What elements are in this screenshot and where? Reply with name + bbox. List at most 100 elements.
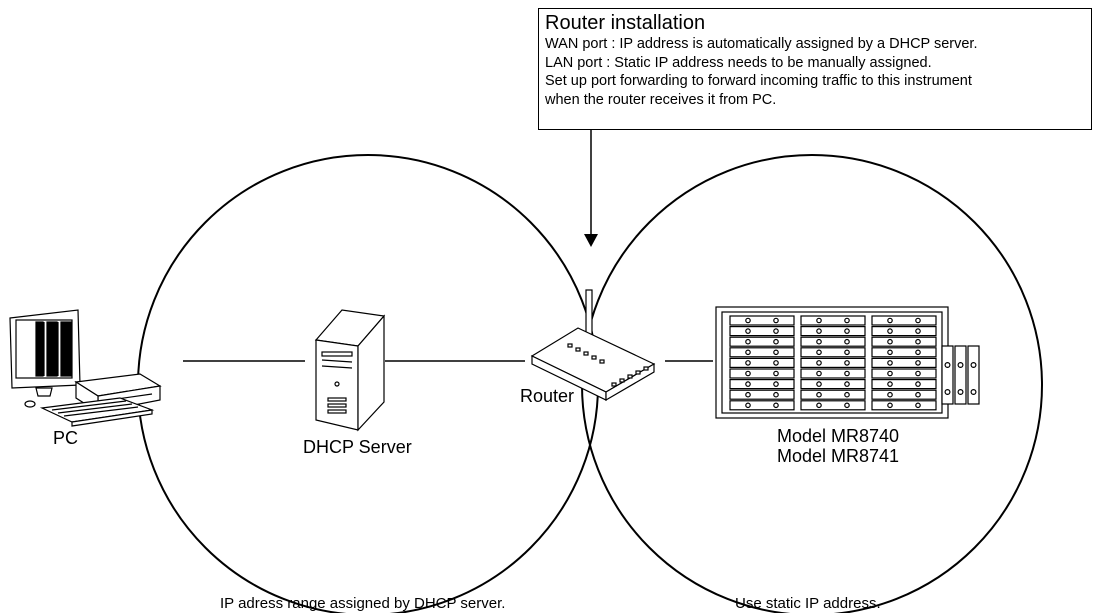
slot-screw <box>915 370 921 377</box>
note-arrow <box>584 130 598 247</box>
slot-screw <box>773 360 779 366</box>
module-slot <box>729 347 795 358</box>
slot-screw <box>844 328 850 334</box>
slot-screw <box>745 391 751 398</box>
slot-screw <box>915 328 921 334</box>
slot-screw <box>844 391 850 398</box>
slot-screw <box>844 360 850 366</box>
router-label: Router <box>520 386 575 406</box>
left-network-caption: IP adress range assigned by DHCP server. <box>220 595 506 612</box>
module-slot <box>800 315 866 326</box>
slot-screw <box>773 370 779 377</box>
module-slot <box>871 347 937 358</box>
slot-screw <box>915 360 921 366</box>
module-slot <box>800 347 866 358</box>
slot-screw <box>745 338 751 345</box>
note-line-lan: LAN port : Static IP address needs to be… <box>545 54 932 71</box>
slot-screw <box>915 317 921 324</box>
pc-icon <box>9 309 162 427</box>
slot-screw <box>844 381 850 387</box>
slot-screw <box>745 317 751 324</box>
slot-screw <box>957 362 964 369</box>
slot-screw <box>816 370 822 377</box>
slot-screw <box>745 402 751 409</box>
note-title: Router installation <box>545 12 706 34</box>
module-slot <box>800 326 866 337</box>
module-slot <box>729 400 795 411</box>
module-slot <box>871 368 937 379</box>
pc-label: PC <box>53 428 79 448</box>
slot-screw <box>887 381 893 387</box>
module-slot <box>729 336 795 347</box>
slot-screw <box>745 328 751 334</box>
slot-screw <box>816 338 822 345</box>
instrument-icon <box>715 306 980 419</box>
slot-screw <box>887 360 893 366</box>
slot-screw <box>944 362 951 369</box>
slot-screw <box>915 391 921 398</box>
slot-screw <box>915 338 921 345</box>
module-slot <box>800 336 866 347</box>
module-slot <box>800 368 866 379</box>
module-slot <box>871 357 937 368</box>
slot-screw <box>970 362 977 369</box>
slot-screw <box>745 381 751 387</box>
module-slot <box>871 315 937 326</box>
note-line-forwarding: Set up port forwarding to forward incomi… <box>545 73 972 89</box>
slot-screw <box>745 360 751 366</box>
module-slot <box>800 357 866 368</box>
module-slot <box>729 326 795 337</box>
slot-screw <box>887 402 893 409</box>
module-slot <box>729 315 795 326</box>
slot-screw <box>844 349 850 356</box>
slot-screw <box>915 349 921 356</box>
slot-screw <box>944 389 951 396</box>
slot-screw <box>915 381 921 387</box>
slot-screw <box>816 349 822 356</box>
vertical-module <box>941 345 954 405</box>
vertical-module <box>954 345 967 405</box>
slot-screw <box>745 349 751 356</box>
module-slot <box>871 326 937 337</box>
slot-screw <box>970 389 977 396</box>
slot-screw <box>844 317 850 324</box>
slot-screw <box>816 328 822 334</box>
slot-screw <box>915 402 921 409</box>
slot-screw <box>844 402 850 409</box>
server-icon <box>314 309 386 432</box>
model-label-1: Model MR8740 <box>776 426 900 446</box>
slot-screw <box>887 349 893 356</box>
slot-screw <box>887 370 893 377</box>
slot-screw <box>816 381 822 387</box>
module-slot <box>800 379 866 390</box>
slot-screw <box>773 381 779 387</box>
slot-screw <box>816 391 822 398</box>
slot-screw <box>773 328 779 334</box>
router-installation-note: Router installation WAN port : IP addres… <box>538 8 1092 130</box>
dhcp-server-label: DHCP Server <box>303 437 412 457</box>
model-label-2: Model MR8741 <box>776 446 900 466</box>
module-slot <box>800 400 866 411</box>
slot-screw <box>773 391 779 398</box>
slot-screw <box>745 370 751 377</box>
slot-screw <box>773 338 779 345</box>
router-icon <box>530 289 656 402</box>
module-slot <box>871 400 937 411</box>
module-slot <box>729 368 795 379</box>
note-line-forwarding-cont: when the router receives it from PC. <box>545 91 777 108</box>
module-slot <box>729 379 795 390</box>
slot-screw <box>887 317 893 324</box>
module-slot <box>871 336 937 347</box>
module-slot <box>871 389 937 400</box>
slot-screw <box>887 328 893 334</box>
slot-screw <box>816 402 822 409</box>
slot-screw <box>844 338 850 345</box>
module-slot <box>729 389 795 400</box>
slot-screw <box>773 402 779 409</box>
slot-screw <box>773 317 779 324</box>
note-line-wan: WAN port : IP address is automatically a… <box>545 36 978 52</box>
slot-screw <box>887 338 893 345</box>
slot-screw <box>957 389 964 396</box>
module-slot <box>871 379 937 390</box>
